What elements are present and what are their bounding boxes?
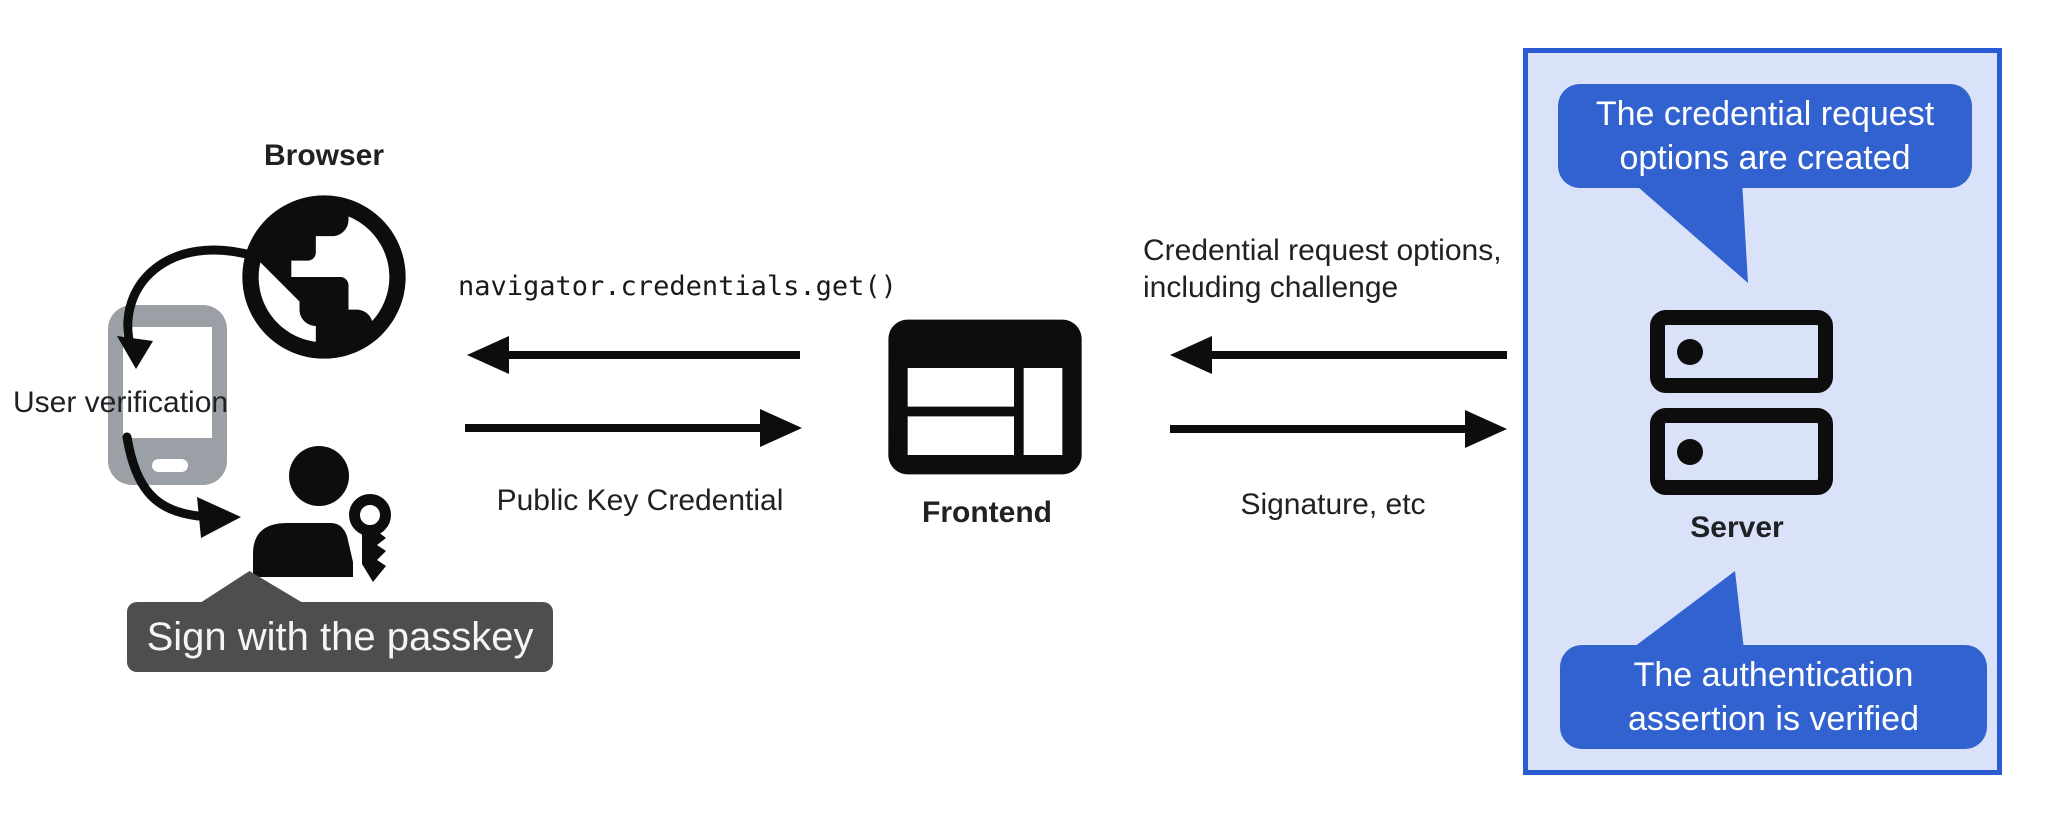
server-label: Server [1690, 511, 1784, 544]
arrow-frontend-to-browser [467, 336, 800, 374]
frontend-label: Frontend [922, 496, 1052, 529]
signature-label: Signature, etc [1240, 488, 1426, 521]
assertion-verified-bubble: The authentication assertion is verified [1560, 645, 1987, 749]
passkey-tooltip-text: Sign with the passkey [146, 614, 534, 659]
passkey-tooltip: Sign with the passkey [127, 602, 553, 672]
server-icon [1650, 310, 1833, 495]
server-led [1677, 339, 1703, 365]
curved-arrow-globe-to-phone [117, 245, 259, 369]
credential-options-bubble: The credential request options are creat… [1558, 84, 1972, 188]
bubble-bottom-line2: assertion is verified [1627, 700, 1919, 738]
bubble-top-line1: The credential request [1595, 95, 1935, 133]
phone-home-bar [152, 459, 188, 472]
browser-label: Browser [263, 139, 385, 172]
bubble-top-line2: options are created [1619, 139, 1911, 177]
arrow-browser-to-frontend [465, 409, 802, 447]
globe-icon [242, 195, 406, 359]
key-icon [349, 494, 391, 582]
bubble-top-tail [1630, 180, 1748, 283]
public-key-credential-label: Public Key Credential [496, 484, 784, 517]
curved-arrow-phone-to-user [122, 432, 241, 538]
server-rack-unit [1650, 408, 1833, 495]
credential-request-line2: including challenge [1143, 271, 1399, 304]
person-icon [253, 446, 391, 582]
navigator-credentials-get-call: navigator.credentials.get() [458, 271, 897, 302]
credential-request-line1: Credential request options, [1143, 234, 1502, 267]
user-verification-label: User verification [13, 386, 229, 419]
credential-request-options-label: Credential request options, including ch… [1143, 232, 1502, 306]
server-led [1677, 439, 1703, 465]
bubble-bottom-line1: The authentication [1633, 656, 1914, 694]
bubble-bottom-tail [1630, 571, 1744, 650]
browser-window-icon [888, 319, 1082, 475]
arrow-server-to-frontend [1170, 336, 1507, 374]
arrow-frontend-to-server [1170, 410, 1507, 448]
server-rack-unit [1650, 310, 1833, 393]
person-body [253, 523, 353, 577]
person-head [289, 446, 349, 506]
